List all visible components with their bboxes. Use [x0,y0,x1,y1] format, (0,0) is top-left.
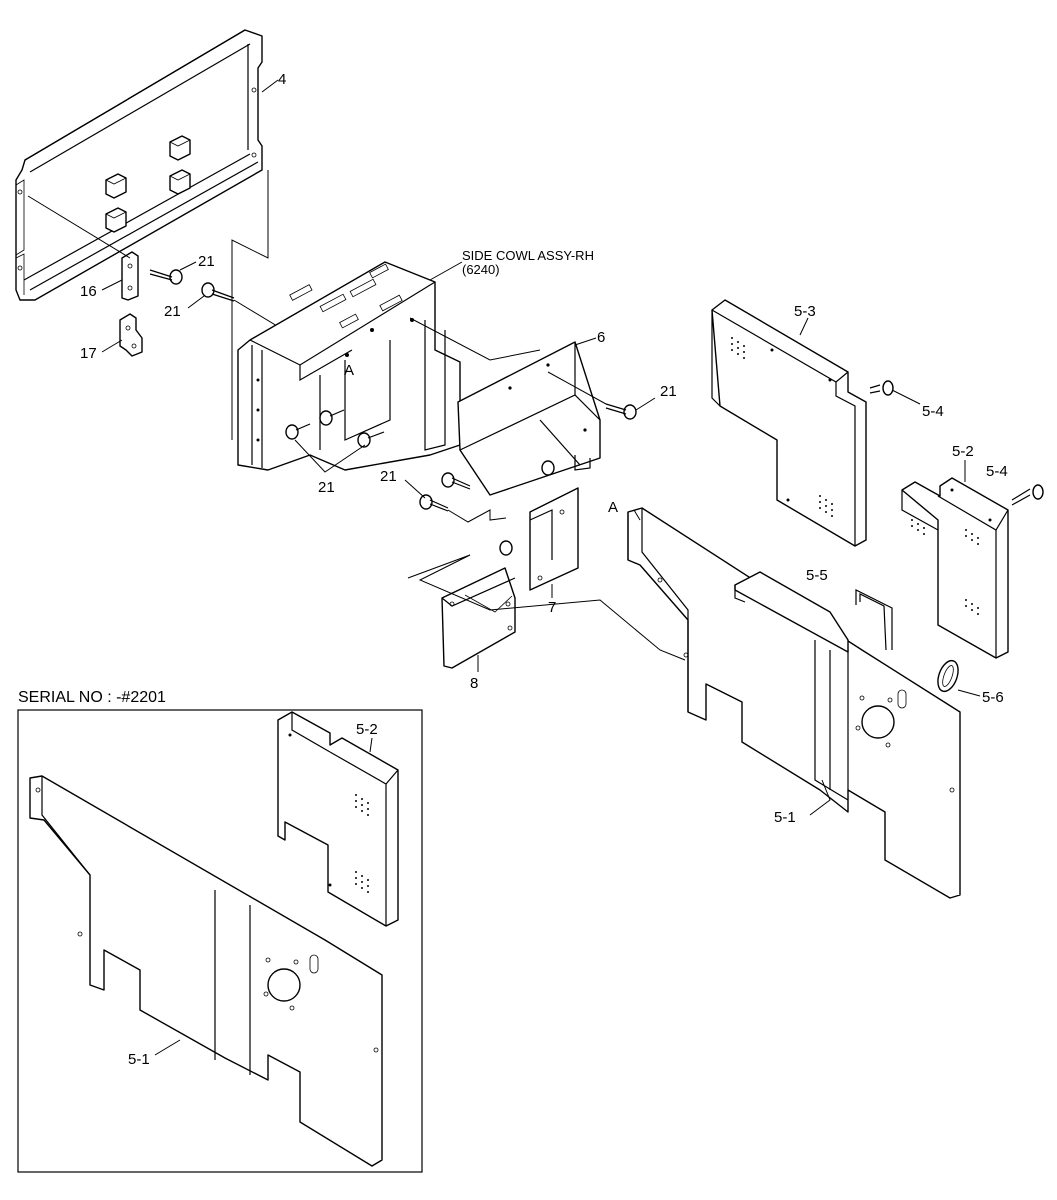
callout-5-2-b: 5-2 [356,721,378,738]
callout-8: 8 [470,675,478,692]
callout-5-5: 5-5 [806,567,828,584]
part-6-leader [574,337,597,346]
callout-17: 17 [80,345,97,362]
inset-5-2-leader [369,737,373,753]
callout-17-leader [101,339,123,353]
part-5-5-clip [855,589,893,651]
assy-leader [429,261,463,281]
callout-A-frame: A [344,362,354,379]
bolt-21-e1 [441,472,471,490]
callout-5-1-a: 5-1 [774,809,796,826]
part-16-bracket [121,251,139,301]
callout-5-4-a: 5-4 [922,403,944,420]
bolt-21-d-leader2 [547,371,607,405]
callout-5-6: 5-6 [982,689,1004,706]
callout-7: 7 [548,599,556,616]
callout-6: 6 [597,329,605,346]
callout-21-b: 21 [164,303,181,320]
callout-4-leader [261,79,279,93]
frame-leader-to-6 [409,317,541,361]
part-5-1-panel [627,507,961,899]
part-6-cover [457,341,601,496]
inset-speaker-holes [355,794,369,893]
callout-4: 4 [278,71,286,88]
part-16-leader [27,195,131,259]
part-5-1-a-leader [809,779,831,816]
part-8-plate [441,567,516,669]
callout-21-a: 21 [198,253,215,270]
serial-inset-frame [17,709,423,1173]
part-5-3-leader [799,317,809,336]
speaker-holes-5-2 [911,519,979,615]
callout-5-4-b: 5-4 [986,463,1008,480]
inset-part-5-2-pad [277,711,399,927]
callout-16: 16 [80,283,97,300]
callout-21-c: 21 [318,479,335,496]
bolt-21-c2 [319,409,345,426]
bolt-21-e3 [541,460,555,476]
side-cowl-frame [237,261,461,471]
callout-21-e: 21 [380,468,397,485]
inset-part-5-1-panel [29,775,383,1167]
bolt-21-b [201,282,235,302]
part-5-6-leader [957,689,981,697]
bolt-21-d-leader [635,397,656,411]
part-5-4-plug-a [869,380,894,396]
bolt-21-e2 [419,494,449,512]
callout-5-2-a: 5-2 [952,443,974,460]
callout-21-a-leader [179,261,197,271]
assy-name: SIDE COWL ASSY-RH [462,248,594,263]
part-5-4-a-leader [891,389,921,405]
part-4-panel [15,29,263,301]
bolt-21-c3 [357,431,385,448]
callout-21-d: 21 [660,383,677,400]
pointA2-leader [633,509,641,521]
part-5-2-pad [901,477,1009,659]
part-5-3-pad [711,299,867,547]
callout-5-1-b: 5-1 [128,1051,150,1068]
part-4-leader [231,170,269,440]
inset-5-1-leader [154,1039,181,1056]
part-7-bracket [529,487,579,591]
callout-21-b-leader [187,295,205,309]
bolt-21-e-leader [404,479,426,499]
serial-number-label: SERIAL NO : -#2201 [18,689,166,706]
speaker-holes-5-3-bottom [819,495,833,517]
speaker-holes-5-3-top [731,337,745,359]
bolt-21-c1 [285,423,311,440]
callout-5-3: 5-3 [794,303,816,320]
bolt-21-e-leader2 [447,509,507,523]
bolt-21-d [605,403,637,420]
part-8-leader [407,554,686,661]
callout-A-panel: A [608,499,618,516]
part-17-bracket [119,313,143,357]
assy-code: (6240) [462,262,500,277]
bolt-21-c-leader [294,439,366,473]
part-5-4-plug-b [1011,484,1044,506]
callout-16-leader [101,279,123,291]
part-5-6-grommet [937,659,959,693]
bolt-21-e4 [499,540,513,556]
bolt-21-a [149,269,183,285]
